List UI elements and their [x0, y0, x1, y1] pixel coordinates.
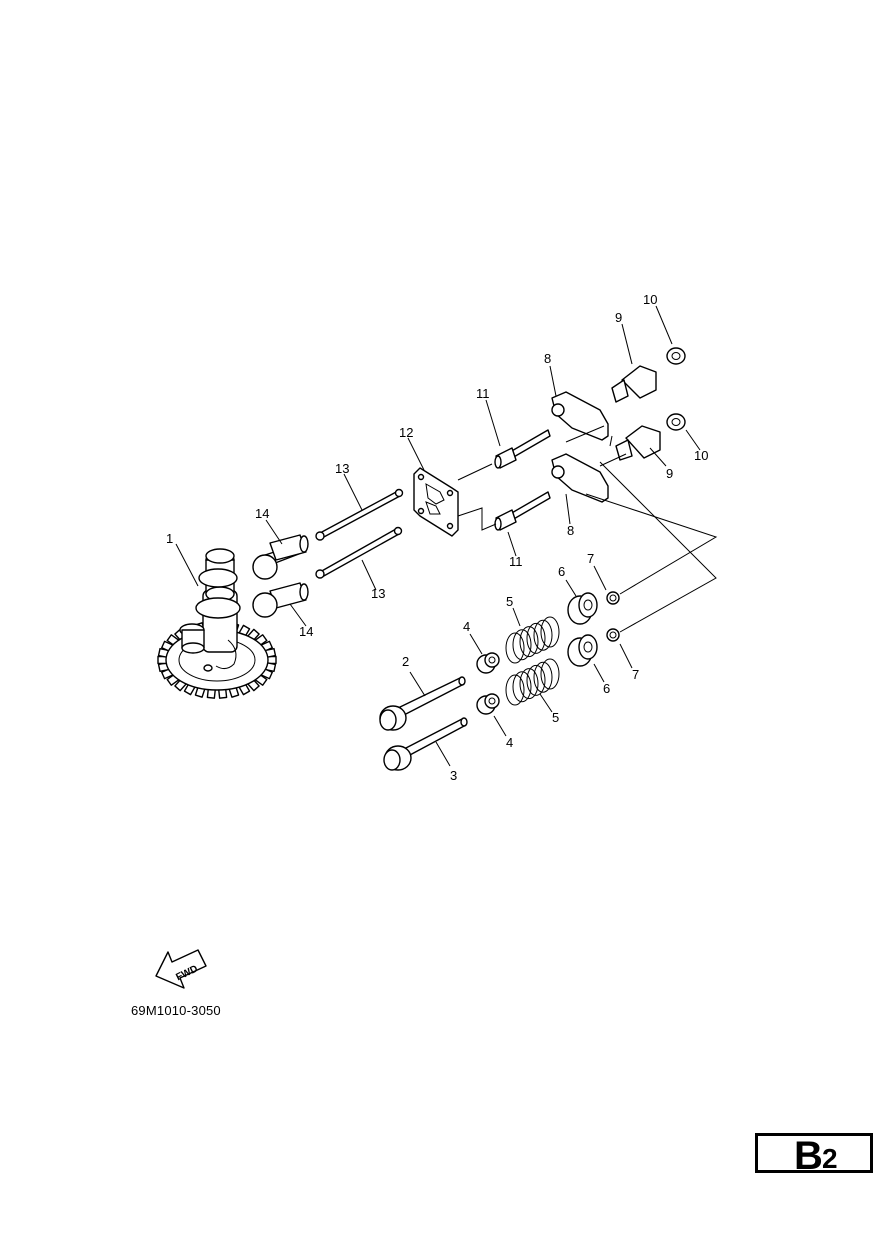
callout-7b: 7: [632, 667, 639, 682]
callout-7a: 7: [587, 551, 594, 566]
rocker-arm-lower: [551, 453, 609, 503]
valve-stem-seal-lower: [476, 693, 500, 715]
push-rod-lower: [315, 526, 403, 579]
push-rod-guide-plate: [413, 467, 459, 537]
valve-spring-lower: [505, 658, 560, 706]
callout-4b: 4: [506, 735, 513, 750]
callout-3: 3: [450, 768, 457, 783]
lock-nut-lower: [666, 413, 686, 431]
page-tag: B 2: [755, 1133, 873, 1178]
spring-retainer-upper: [567, 592, 598, 625]
callout-12: 12: [399, 425, 413, 440]
callout-10b: 10: [694, 448, 708, 463]
valve-stem-seal-upper: [476, 652, 500, 674]
spring-retainer-lower: [567, 634, 598, 667]
callout-13b: 13: [371, 586, 385, 601]
rocker-stud-lower: [494, 491, 551, 531]
rocker-arm-upper: [551, 391, 609, 441]
intake-valve: [379, 676, 466, 731]
callout-6a: 6: [558, 564, 565, 579]
exhaust-valve: [383, 717, 468, 771]
valve-cotter-lower: [606, 628, 620, 642]
valve-cotter-upper: [606, 591, 620, 605]
rocker-stud-upper: [494, 429, 551, 469]
callout-10a: 10: [643, 292, 657, 307]
valve-lifter-upper: [252, 534, 309, 580]
callout-5a: 5: [506, 594, 513, 609]
callout-9a: 9: [615, 310, 622, 325]
callout-leaders: [175, 305, 701, 767]
valve-spring-upper: [505, 616, 560, 664]
callout-9b: 9: [666, 466, 673, 481]
callout-13a: 13: [335, 461, 349, 476]
camshaft-gear: [157, 548, 277, 699]
valve-lifter-lower: [252, 582, 309, 618]
pivot-nut-upper: [611, 365, 657, 403]
callout-11b: 11: [509, 554, 523, 569]
callout-2: 2: [402, 654, 409, 669]
callout-14b: 14: [299, 624, 313, 639]
callout-labels: 1 2 3 4 4 5 5 6 6 7 7 8 8 9 9 10 10 11 1…: [166, 292, 708, 783]
callout-6b: 6: [603, 681, 610, 696]
callout-8b: 8: [567, 523, 574, 538]
callout-1: 1: [166, 531, 173, 546]
pivot-nut-lower: [615, 425, 661, 461]
fwd-arrow-icon: FWD: [155, 949, 207, 989]
assembly-lines: [457, 425, 718, 633]
callout-4a: 4: [463, 619, 470, 634]
page-tag-number: 2: [822, 1143, 838, 1174]
lock-nut-upper: [666, 347, 686, 365]
figure-code: 69M1010-3050: [131, 1003, 221, 1018]
callout-8a: 8: [544, 351, 551, 366]
push-rod-upper: [315, 488, 404, 541]
page-tag-letter: B: [794, 1134, 823, 1178]
callout-5b: 5: [552, 710, 559, 725]
callout-11a: 11: [476, 386, 490, 401]
callout-14a: 14: [255, 506, 269, 521]
